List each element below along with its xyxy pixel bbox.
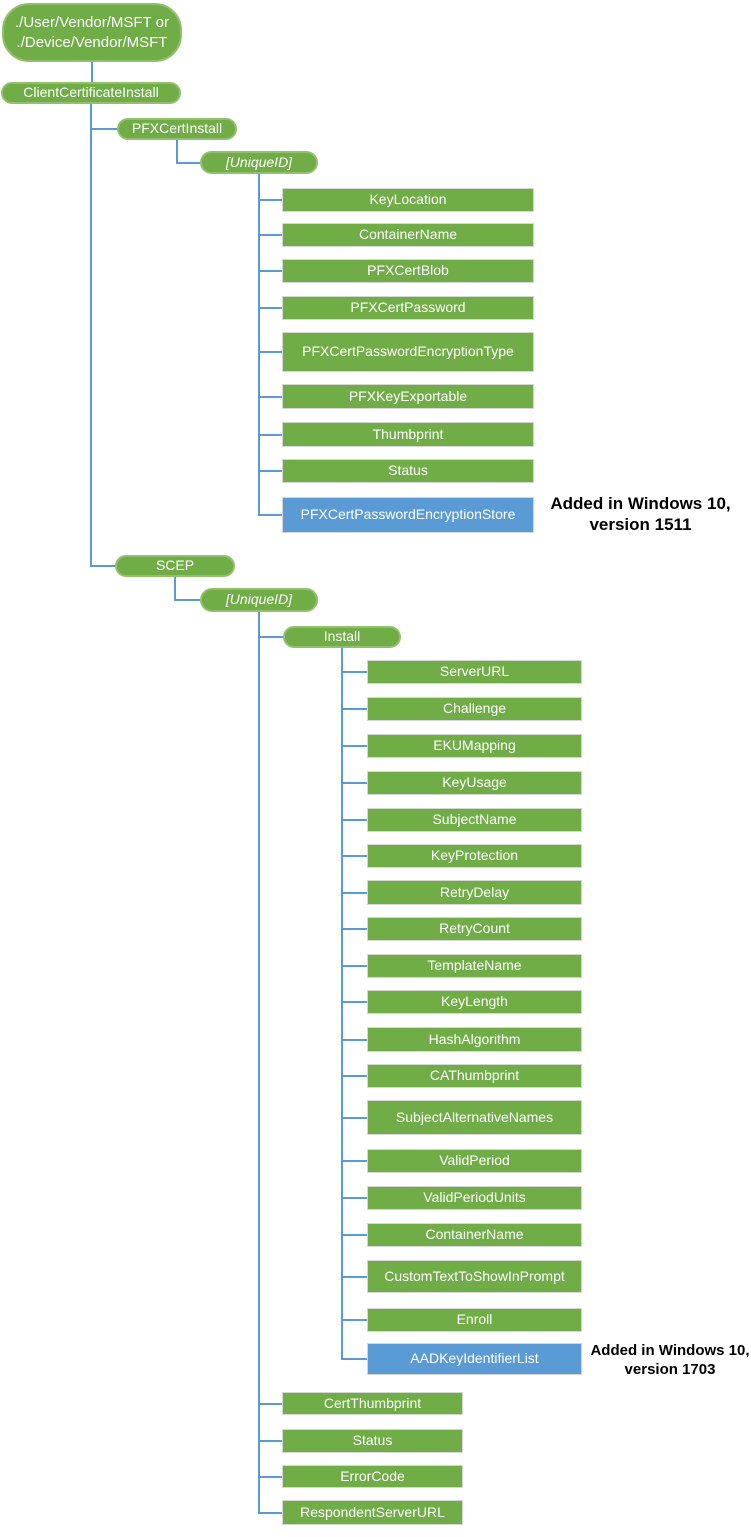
- node-valid-period-units: ValidPeriodUnits: [367, 1186, 582, 1210]
- connector-aad-key-identifier-list: [342, 1358, 367, 1360]
- node-root: ./User/Vendor/MSFT or ./Device/Vendor/MS…: [2, 3, 182, 62]
- connector-valid-period-units: [342, 1197, 367, 1199]
- node-aad-key-identifier-list: AADKeyIdentifierList: [367, 1343, 582, 1375]
- trunk-pfx-unique-id: [258, 174, 260, 516]
- node-pfx-cert-password: PFXCertPassword: [282, 296, 534, 320]
- node-scep: SCEP: [115, 555, 235, 577]
- connector-pfx-cert-password-encryption-type: [259, 351, 282, 353]
- connector-hash-algorithm: [342, 1039, 367, 1041]
- node-retry-delay: RetryDelay: [367, 880, 582, 905]
- trunk-install: [341, 648, 343, 1360]
- node-key-protection: KeyProtection: [367, 844, 582, 868]
- node-custom-text-to-show-in-prompt: CustomTextToShowInPrompt: [367, 1260, 582, 1293]
- connector-enroll: [342, 1319, 367, 1321]
- connector-status-2: [259, 1440, 282, 1442]
- trunk-scep-unique-id: [258, 612, 260, 1514]
- node-key-length: KeyLength: [367, 990, 582, 1014]
- node-cert-thumbprint: CertThumbprint: [282, 1392, 463, 1415]
- node-challenge: Challenge: [367, 697, 582, 721]
- connector-retry-delay: [342, 892, 367, 894]
- node-thumbprint: Thumbprint: [282, 422, 534, 447]
- node-key-location: KeyLocation: [282, 188, 534, 212]
- node-install: Install: [283, 626, 401, 648]
- connector-key-location: [259, 199, 282, 201]
- connector-pfx-cert-password: [259, 307, 282, 309]
- connector-key-length: [342, 1001, 367, 1003]
- node-status-2: Status: [282, 1429, 463, 1453]
- connector-pfx-unique-id: [177, 162, 200, 164]
- annotation-version-1511: Added in Windows 10, version 1511: [550, 494, 731, 534]
- node-eku-mapping: EKUMapping: [367, 734, 582, 758]
- trunk-root: [91, 62, 93, 82]
- node-subject-alternative-names: SubjectAlternativeNames: [367, 1100, 582, 1135]
- connector-cert-thumbprint: [259, 1403, 282, 1405]
- connector-scep: [91, 565, 115, 567]
- connector-subject-name: [342, 819, 367, 821]
- connector-key-usage: [342, 782, 367, 784]
- node-container-name-1: ContainerName: [282, 223, 534, 247]
- node-scep-unique-id: [UniqueID]: [200, 588, 318, 612]
- connector-error-code: [259, 1476, 282, 1478]
- node-ca-thumbprint: CAThumbprint: [367, 1064, 582, 1088]
- connector-container-name-2: [342, 1234, 367, 1236]
- node-container-name-2: ContainerName: [367, 1223, 582, 1247]
- connector-key-protection: [342, 855, 367, 857]
- connector-pfx-cert-install: [91, 128, 117, 130]
- connector-pfx-cert-blob: [259, 270, 282, 272]
- node-valid-period: ValidPeriod: [367, 1149, 582, 1173]
- connector-status-1: [259, 470, 282, 472]
- connector-eku-mapping: [342, 745, 367, 747]
- connector-challenge: [342, 708, 367, 710]
- annotation-version-1703: Added in Windows 10, version 1703: [590, 1342, 750, 1378]
- node-respondent-server-url: RespondentServerURL: [282, 1500, 463, 1525]
- trunk-pfx-cert-install: [176, 140, 178, 164]
- trunk-scep: [174, 577, 176, 601]
- connector-valid-period: [342, 1160, 367, 1162]
- connector-container-name-1: [259, 234, 282, 236]
- node-error-code: ErrorCode: [282, 1465, 463, 1488]
- connector-install: [259, 636, 283, 638]
- node-retry-count: RetryCount: [367, 917, 582, 941]
- connector-pfx-key-exportable: [259, 396, 282, 398]
- node-server-url: ServerURL: [367, 660, 582, 684]
- connector-ca-thumbprint: [342, 1075, 367, 1077]
- node-status-1: Status: [282, 459, 534, 483]
- node-enroll: Enroll: [367, 1308, 582, 1332]
- node-pfx-key-exportable: PFXKeyExportable: [282, 384, 534, 409]
- connector-scep-unique-id: [175, 599, 200, 601]
- connector-retry-count: [342, 928, 367, 930]
- connector-template-name: [342, 965, 367, 967]
- node-pfx-cert-install: PFXCertInstall: [117, 118, 237, 140]
- connector-server-url: [342, 671, 367, 673]
- node-pfx-cert-password-encryption-store: PFXCertPasswordEncryptionStore: [282, 497, 534, 533]
- connector-thumbprint: [259, 434, 282, 436]
- node-pfx-cert-blob: PFXCertBlob: [282, 259, 534, 283]
- node-pfx-unique-id: [UniqueID]: [200, 151, 318, 174]
- trunk-client-certificate-install: [90, 104, 92, 567]
- node-subject-name: SubjectName: [367, 808, 582, 832]
- connector-respondent-server-url: [259, 1512, 282, 1514]
- node-pfx-cert-password-encryption-type: PFXCertPasswordEncryptionType: [282, 332, 534, 372]
- connector-subject-alternative-names: [342, 1117, 367, 1119]
- node-key-usage: KeyUsage: [367, 771, 582, 795]
- node-hash-algorithm: HashAlgorithm: [367, 1027, 582, 1052]
- node-template-name: TemplateName: [367, 954, 582, 978]
- node-client-certificate-install: ClientCertificateInstall: [1, 82, 181, 104]
- connector-custom-text-to-show-in-prompt: [342, 1276, 367, 1278]
- connector-pfx-cert-password-encryption-store: [259, 514, 282, 516]
